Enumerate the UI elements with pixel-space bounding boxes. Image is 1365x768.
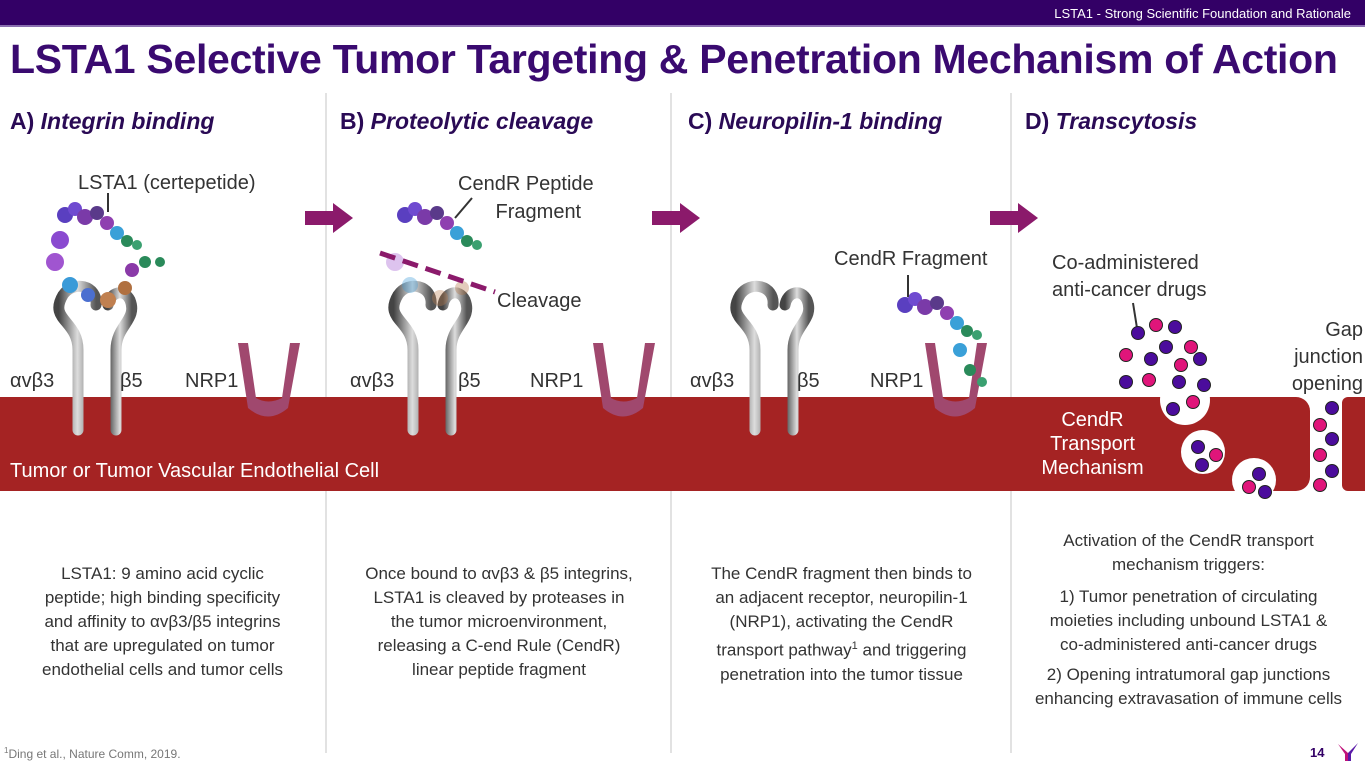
arrow-a-b [305, 203, 353, 233]
section-title: LSTA1 - Strong Scientific Foundation and… [1054, 6, 1351, 21]
integrin-receptor-b [394, 286, 467, 430]
page-number: 14 [1310, 745, 1325, 760]
arrow-c-d [990, 203, 1038, 233]
footnote: 1Ding et al., Nature Comm, 2019. [4, 746, 181, 761]
lsta1-molecule [46, 202, 165, 308]
panel-c-heading: C) Neuropilin-1 binding [688, 108, 943, 134]
tumor-cell-membrane [0, 397, 1310, 491]
nrp1-receptor-a [238, 343, 300, 417]
integrin-receptor-a [59, 286, 132, 430]
arrow-b-c [652, 203, 700, 233]
b5-label: β5 [458, 370, 481, 392]
panel-a-heading: A) Integrin binding [10, 108, 215, 134]
integrin-receptor-c [736, 286, 809, 430]
avb3-label: αvβ3 [10, 370, 55, 392]
cendr-fragment-bound [897, 292, 987, 387]
cleavage-line [379, 250, 496, 295]
panel-d-heading: D) Transcytosis [1025, 108, 1198, 134]
panel-b-heading: B) Proteolytic cleavage [340, 108, 594, 134]
nrp1-label: NRP1 [530, 370, 584, 392]
cleaved-molecule [386, 202, 482, 306]
panel-b-description: Once bound to αvβ3 & β5 integrins,LSTA1 … [365, 564, 633, 679]
lsta1-label: LSTA1 (certepetide) [78, 172, 256, 194]
cell-label: Tumor or Tumor Vascular Endothelial Cell [10, 460, 380, 482]
adjacent-cell [1342, 397, 1365, 491]
avb3-label: αvβ3 [690, 370, 735, 392]
page-title: LSTA1 Selective Tumor Targeting & Penetr… [10, 36, 1338, 82]
nrp1-label: NRP1 [185, 370, 239, 392]
company-logo-icon [1338, 743, 1358, 761]
cendr-fragment-label: CendR Fragment [834, 248, 988, 270]
header-bar: LSTA1 - Strong Scientific Foundation and… [0, 0, 1365, 27]
nrp1-receptor-b [593, 343, 655, 417]
b5-label: β5 [120, 370, 143, 392]
nrp1-label: NRP1 [870, 370, 924, 392]
avb3-label: αvβ3 [350, 370, 395, 392]
b5-label: β5 [797, 370, 820, 392]
cleavage-label: Cleavage [497, 290, 582, 312]
